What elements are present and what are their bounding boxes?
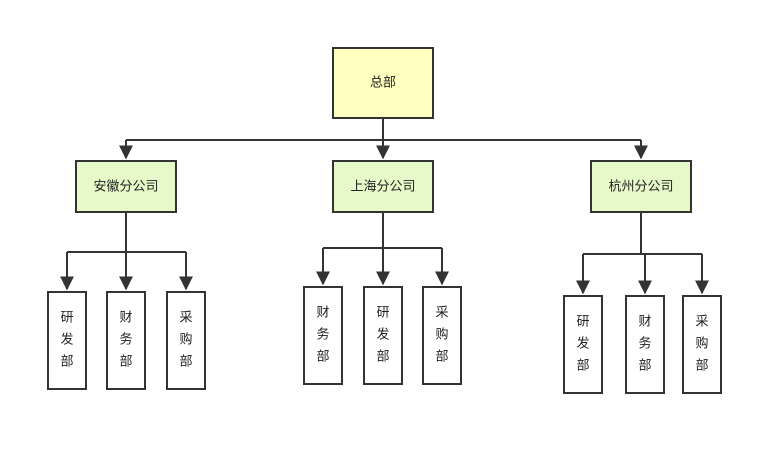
root-connectors [119, 118, 648, 160]
dept-label: 采购部 [179, 311, 192, 370]
root-node: 总部 [332, 47, 434, 119]
dept-node: 采购部 [422, 286, 462, 385]
dept-node: 采购部 [166, 291, 206, 390]
branch-node-anhui: 安徽分公司 [75, 160, 177, 213]
dept-node: 财务部 [625, 295, 665, 394]
dept-label: 采购部 [695, 315, 708, 374]
shanghai-connectors [316, 212, 449, 286]
branch-label: 安徽分公司 [93, 180, 158, 195]
dept-label: 财务部 [119, 311, 132, 370]
dept-node: 研发部 [47, 291, 87, 390]
dept-node: 财务部 [106, 291, 146, 390]
branch-node-hangzhou: 杭州分公司 [590, 160, 692, 213]
dept-label: 财务部 [316, 306, 329, 365]
dept-node: 研发部 [363, 286, 403, 385]
dept-node: 采购部 [682, 295, 722, 394]
dept-label: 采购部 [435, 306, 448, 365]
dept-label: 研发部 [576, 315, 589, 374]
dept-label: 财务部 [638, 315, 651, 374]
dept-node: 财务部 [303, 286, 343, 385]
dept-node: 研发部 [563, 295, 603, 394]
branch-label: 杭州分公司 [608, 180, 673, 195]
branch-node-shanghai: 上海分公司 [332, 160, 434, 213]
hangzhou-connectors [576, 212, 709, 295]
anhui-connectors [60, 212, 193, 291]
root-label: 总部 [370, 76, 396, 91]
dept-label: 研发部 [60, 311, 73, 370]
branch-label: 上海分公司 [350, 180, 415, 195]
dept-label: 研发部 [376, 306, 389, 365]
